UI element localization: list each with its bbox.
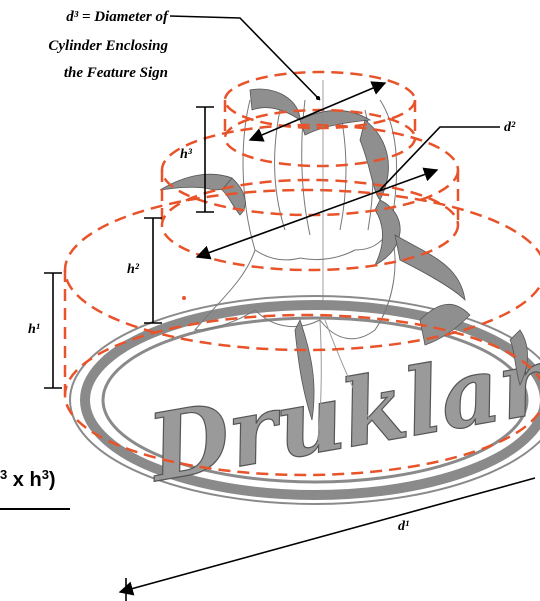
dimension-h3 <box>196 106 214 213</box>
label-h1: h¹ <box>28 322 40 337</box>
callout-line-1: d³ = Diameter of <box>66 9 170 25</box>
formula-sup: 3 <box>0 467 7 482</box>
dimension-d2 <box>195 126 500 260</box>
dimension-d3 <box>169 15 387 142</box>
callout-line-3: the Feature Sign <box>64 65 168 81</box>
label-h3: h³ <box>180 147 193 162</box>
dimension-h2 <box>144 217 162 324</box>
formula-close: ) <box>49 469 56 491</box>
formula-sup2: 3 <box>42 467 49 482</box>
dimension-d1 <box>118 477 536 601</box>
label-d2: d² <box>504 120 516 135</box>
formula-fragment: 3 x h3) <box>0 467 70 510</box>
dimension-h1 <box>44 272 62 389</box>
label-h2: h² <box>127 262 140 277</box>
formula-text: x h <box>7 469 41 491</box>
svg-text:3 x h3): 3 x h3) <box>0 467 56 491</box>
center-point-low <box>182 296 186 300</box>
label-d1: d¹ <box>398 519 409 534</box>
sign-base-oval <box>69 295 540 505</box>
callout-line-2: Cylinder Enclosing <box>48 38 168 54</box>
